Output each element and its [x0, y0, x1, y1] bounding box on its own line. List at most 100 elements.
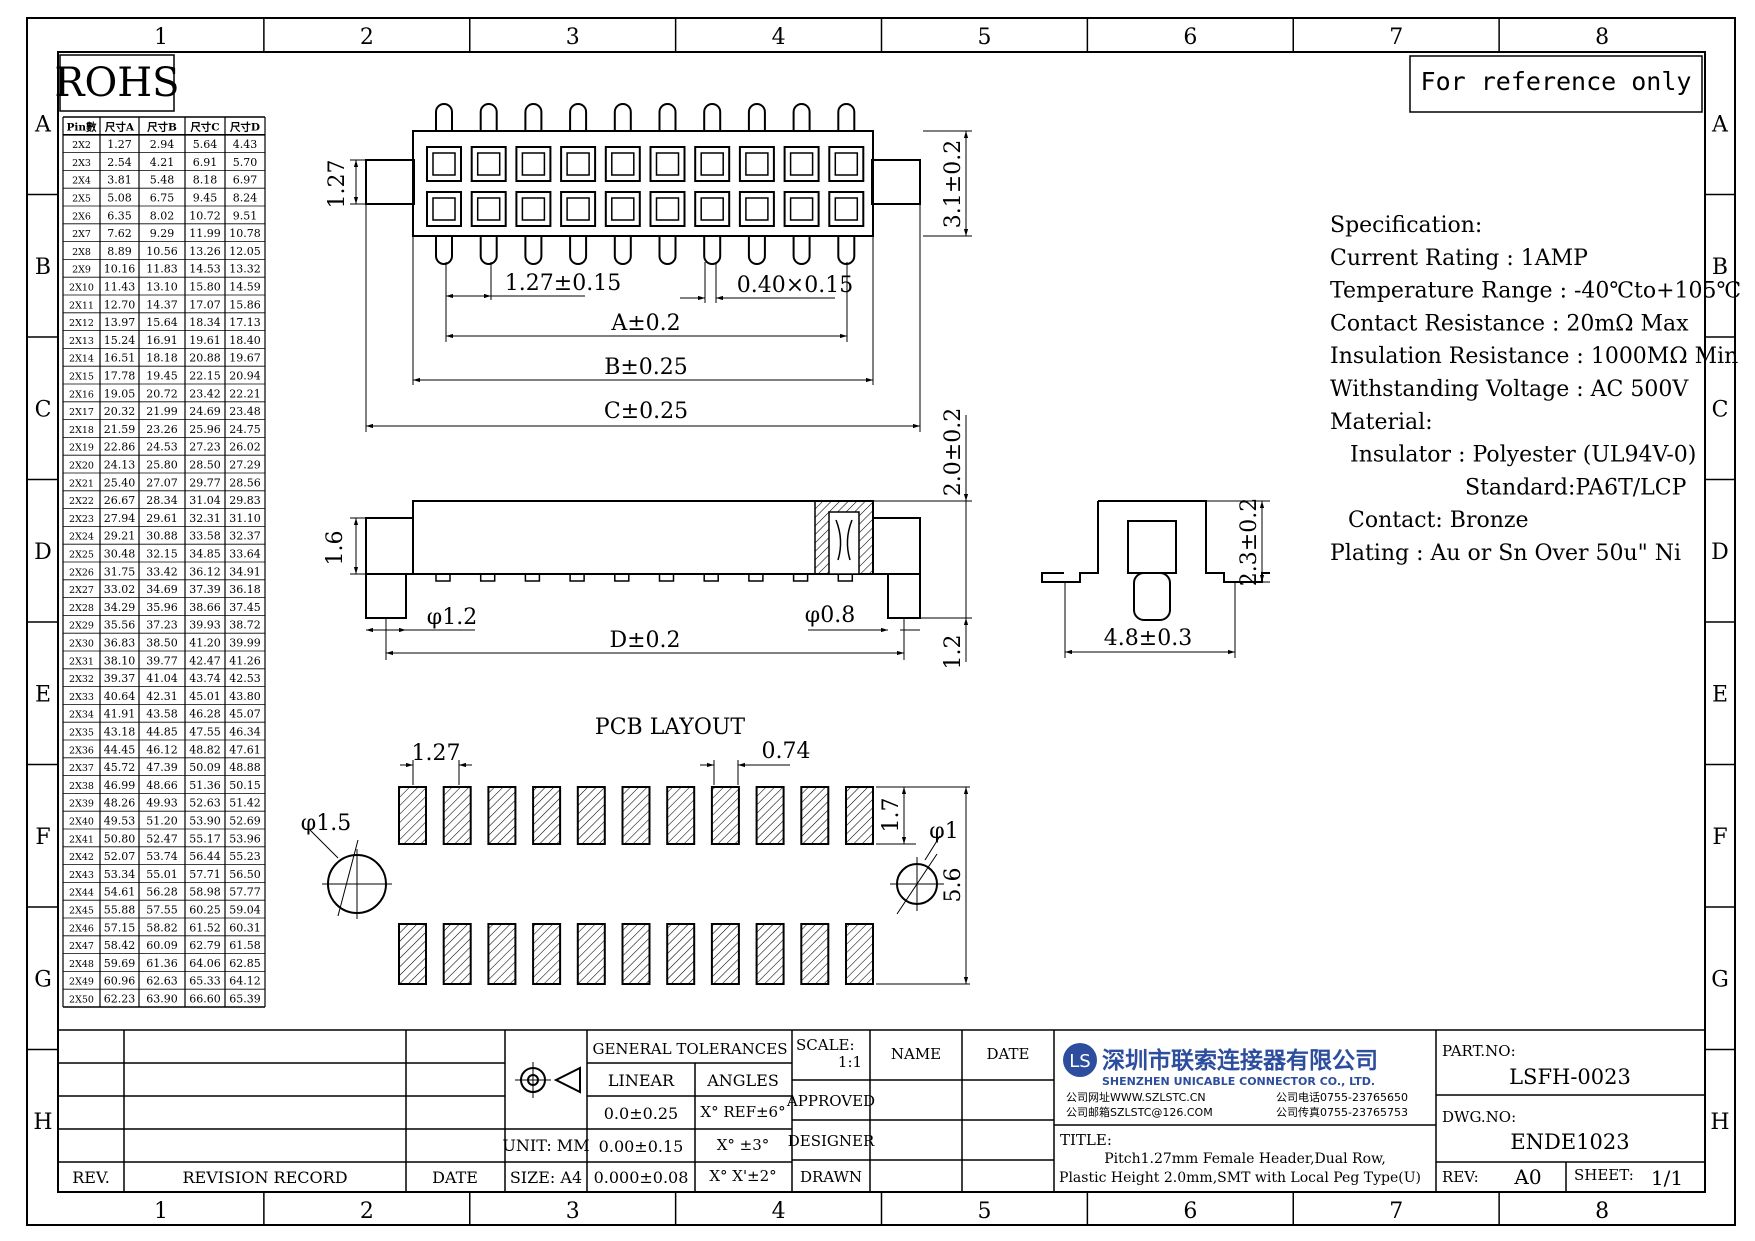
title-block-text: REV. REVISION RECORD DATE GENERAL TOLERA… [72, 1036, 1683, 1190]
pin-table-cell: 2X42 [69, 852, 94, 863]
pin-table-cell: 2X44 [69, 888, 94, 899]
company-phone: 公司电话0755-23765650 [1276, 1091, 1408, 1104]
pin-table-cell: 63.90 [146, 993, 178, 1006]
pcb-row-spacing-label: 5.6 [941, 868, 966, 903]
spec-line: Insulation Resistance : 1000MΩ Min [1330, 344, 1738, 369]
pin-table-cell: 31.10 [229, 512, 261, 525]
pin-table-cell: 57.77 [229, 886, 261, 899]
pin-table-cell: 2X41 [69, 834, 94, 845]
pin-table-cell: 10.72 [189, 209, 221, 222]
rohs-label: ROHS [54, 60, 179, 106]
pin-table-cell: 42.53 [229, 672, 261, 685]
pin-size-label: 0.40×0.15 [737, 273, 853, 298]
pin-table-cell: 39.77 [146, 654, 178, 667]
pin-table-cell: 34.69 [146, 583, 178, 596]
sheet-value: 1/1 [1651, 1166, 1683, 1190]
company-name-chinese: 深圳市联索连接器有限公司 [1102, 1047, 1378, 1074]
dimension-c-label: C±0.25 [604, 399, 688, 424]
end-width-label: 4.8±0.3 [1104, 626, 1192, 651]
zone-column-label: 1 [154, 1199, 168, 1224]
reference-note-box [1409, 55, 1703, 113]
pin-table-cell: 2X12 [69, 318, 94, 329]
spec-line: Contact Resistance : 20mΩ Max [1330, 311, 1689, 336]
pin-table-cell: 13.26 [189, 245, 221, 258]
pin-table-cell: 59.04 [229, 904, 261, 917]
pin-table-cell: 10.16 [104, 263, 136, 276]
pin-table-cell: 1.27 [107, 138, 132, 151]
pin-table-cell: 46.28 [189, 708, 221, 721]
pin-table-cell: 48.88 [229, 761, 261, 774]
side-view-dimension-labels: 2.0±0.2 1.2 1.6 φ1.2 φ0.8 D±0.2 [323, 408, 966, 670]
pin-table-cell: 15.86 [229, 298, 261, 311]
pcb-layout [398, 786, 874, 985]
pin-table-cell: 9.29 [150, 227, 175, 240]
pin-table-cell: 5.70 [233, 156, 258, 169]
pin-table-cell: 60.25 [189, 904, 221, 917]
pin-table-cell: 2X29 [69, 621, 94, 632]
zone-row-label: E [1712, 682, 1728, 707]
pin-table-cell: 2X15 [69, 372, 94, 383]
pin-table-cell: 61.36 [146, 957, 178, 970]
pin-table-cell: 19.61 [189, 334, 221, 347]
tolerance-two-decimal: 0.00±0.15 [599, 1137, 684, 1156]
side-view [365, 500, 921, 619]
pin-table-cell: 34.85 [189, 548, 221, 561]
pin-table-cell: 61.52 [189, 921, 221, 934]
pin-table-cell: 2X27 [69, 585, 94, 596]
pin-table-cell: 2X16 [69, 389, 94, 400]
size-label: SIZE: A4 [510, 1168, 582, 1187]
zone-row-label: A [34, 112, 52, 137]
pin-table-header: 尺寸D [230, 120, 260, 133]
pin-table-cell: 48.26 [104, 797, 136, 810]
pin-table-cell: 36.18 [229, 583, 261, 596]
pin-table-cell: 55.23 [229, 850, 261, 863]
pin-table-cell: 47.61 [229, 743, 261, 756]
pin-table-cell: 30.88 [146, 530, 178, 543]
pin-table-cell: 15.24 [104, 334, 136, 347]
zone-column-label: 3 [566, 25, 580, 50]
pin-table-cell: 37.23 [146, 619, 178, 632]
pin-table-cell: 2X33 [69, 692, 94, 703]
pin-table-header: 尺寸B [147, 120, 177, 133]
pin-table-cell: 2X13 [69, 336, 94, 347]
pin-table-cell: 31.04 [189, 494, 221, 507]
pin-table-cell: 2X38 [69, 781, 94, 792]
pin-table-cell: 41.91 [104, 708, 136, 721]
company-fax: 公司传真0755-23765753 [1276, 1105, 1408, 1119]
zone-row-label: G [1711, 967, 1729, 992]
tolerance-three-decimal: 0.000±0.08 [594, 1168, 689, 1187]
zone-row-label: B [35, 255, 51, 280]
pin-table-cell: 45.72 [104, 761, 136, 774]
pin-table-cell: 33.42 [146, 565, 178, 578]
pin-table-cell: 15.80 [189, 281, 221, 294]
spec-line: Specification: [1330, 213, 1482, 238]
pin-table-cell: 62.85 [229, 957, 261, 970]
pin-table-cell: 13.10 [146, 281, 178, 294]
pin-table-cell: 65.39 [229, 993, 261, 1006]
pin-table-cell: 52.69 [229, 815, 261, 828]
scale-value: 1:1 [838, 1053, 862, 1071]
pin-table-cell: 2X21 [69, 478, 94, 489]
pin-table-cell: 45.01 [189, 690, 221, 703]
pin-table-cell: 25.80 [146, 459, 178, 472]
pin-table-cell: 24.69 [189, 405, 221, 418]
pin-table-cell: 2X26 [69, 567, 94, 578]
zone-column-label: 5 [977, 1199, 991, 1224]
pin-table-cell: 48.66 [146, 779, 178, 792]
pin-table-cell: 41.20 [189, 637, 221, 650]
peg-length-label: 1.2 [941, 635, 966, 670]
pin-table-cell: 20.88 [189, 352, 221, 365]
row-pitch-label: 1.27 [325, 160, 350, 209]
spec-line: Material: [1330, 410, 1433, 435]
pin-table-cell: 51.20 [146, 815, 178, 828]
pin-table-cell: 23.26 [146, 423, 178, 436]
pin-table-cell: 46.34 [229, 726, 261, 739]
pin-table-cell: 24.13 [104, 459, 136, 472]
pin-table-cell: 2X10 [69, 283, 94, 294]
pin-table-cell: 11.99 [189, 227, 221, 240]
pin-table-cell: 53.90 [189, 815, 221, 828]
pin-table-cell: 2X50 [69, 995, 94, 1006]
pin-table-cell: 64.06 [189, 957, 221, 970]
zone-row-label: F [35, 825, 50, 850]
